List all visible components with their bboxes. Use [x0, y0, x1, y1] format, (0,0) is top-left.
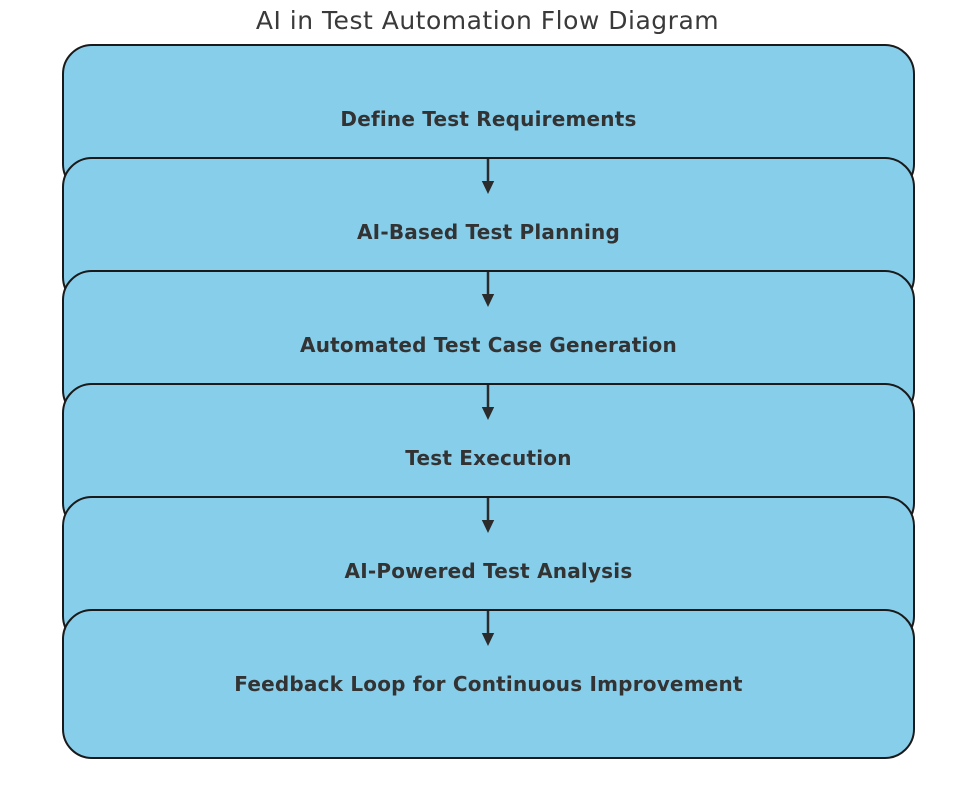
arrow-head: [481, 633, 495, 646]
flow-step-label: Feedback Loop for Continuous Improvement: [234, 672, 743, 696]
diagram-title: AI in Test Automation Flow Diagram: [255, 6, 720, 35]
flow-step-label: Test Execution: [405, 446, 572, 470]
arrow-head: [481, 294, 495, 307]
arrow-head: [481, 407, 495, 420]
flow-step-label: Automated Test Case Generation: [300, 333, 677, 357]
down-arrow-icon: [481, 498, 495, 533]
down-arrow-icon: [481, 611, 495, 646]
down-arrow-icon: [481, 272, 495, 307]
down-arrow-icon: [481, 385, 495, 420]
arrow-head: [481, 181, 495, 194]
arrow-head: [481, 520, 495, 533]
flow-step-label: Define Test Requirements: [340, 107, 637, 131]
flow-step-label: AI-Powered Test Analysis: [344, 559, 633, 583]
flow-step-label: AI-Based Test Planning: [357, 220, 620, 244]
down-arrow-icon: [481, 159, 495, 194]
